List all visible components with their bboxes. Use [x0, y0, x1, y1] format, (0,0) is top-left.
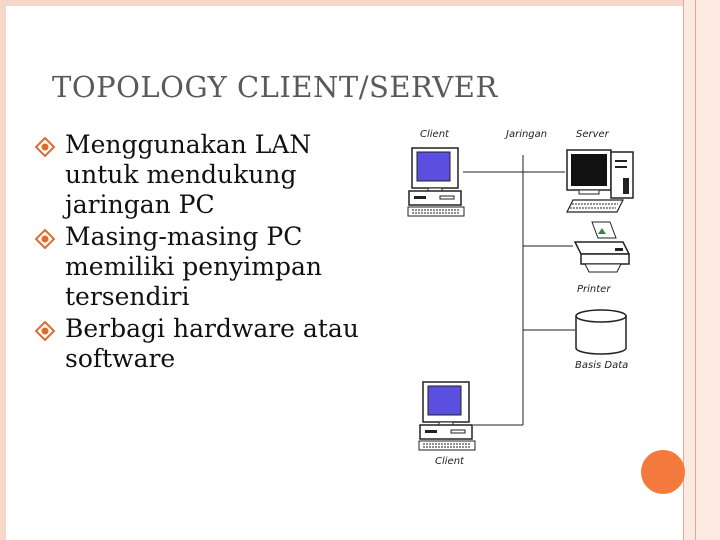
label-printer: Printer: [577, 284, 611, 295]
bullet-text: Berbagi hardware atau software: [65, 314, 359, 373]
slide-frame-top: [0, 0, 720, 6]
bullet-marker-icon: [35, 137, 55, 157]
decorative-circle: [641, 450, 685, 494]
client-server-diagram: Client Jaringan Server Printer Basis Dat…: [407, 129, 634, 467]
slide-frame-right-line-2: [695, 0, 696, 540]
label-database: Basis Data: [575, 360, 628, 371]
printer-icon: [573, 221, 631, 273]
label-client-top: Client: [420, 129, 450, 140]
bullet-item: Berbagi hardware atau software: [35, 314, 365, 374]
bullet-text: Menggunakan LAN untuk mendukung jaringan…: [65, 130, 312, 219]
bullet-marker-icon: [35, 229, 55, 249]
database-icon: [575, 309, 627, 355]
server-computer-icon: [566, 149, 634, 213]
bullet-item: Menggunakan LAN untuk mendukung jaringan…: [35, 130, 365, 220]
slide-frame-right: [683, 0, 720, 540]
bullet-marker-icon: [35, 321, 55, 341]
bullet-list: Menggunakan LAN untuk mendukung jaringan…: [35, 130, 365, 376]
bullet-item: Masing-masing PC memiliki penyimpan ters…: [35, 222, 365, 312]
client-computer-bottom-icon: [418, 381, 476, 451]
slide-frame-right-line: [683, 0, 684, 540]
client-computer-top-icon: [407, 147, 465, 217]
label-server: Server: [576, 129, 610, 140]
bullet-text: Masing-masing PC memiliki penyimpan ters…: [65, 222, 323, 311]
label-client-bottom: Client: [435, 456, 465, 467]
slide-title: TOPOLOGY CLIENT/SERVER: [52, 70, 498, 104]
slide-frame-left: [0, 0, 6, 540]
label-network: Jaringan: [504, 129, 547, 140]
